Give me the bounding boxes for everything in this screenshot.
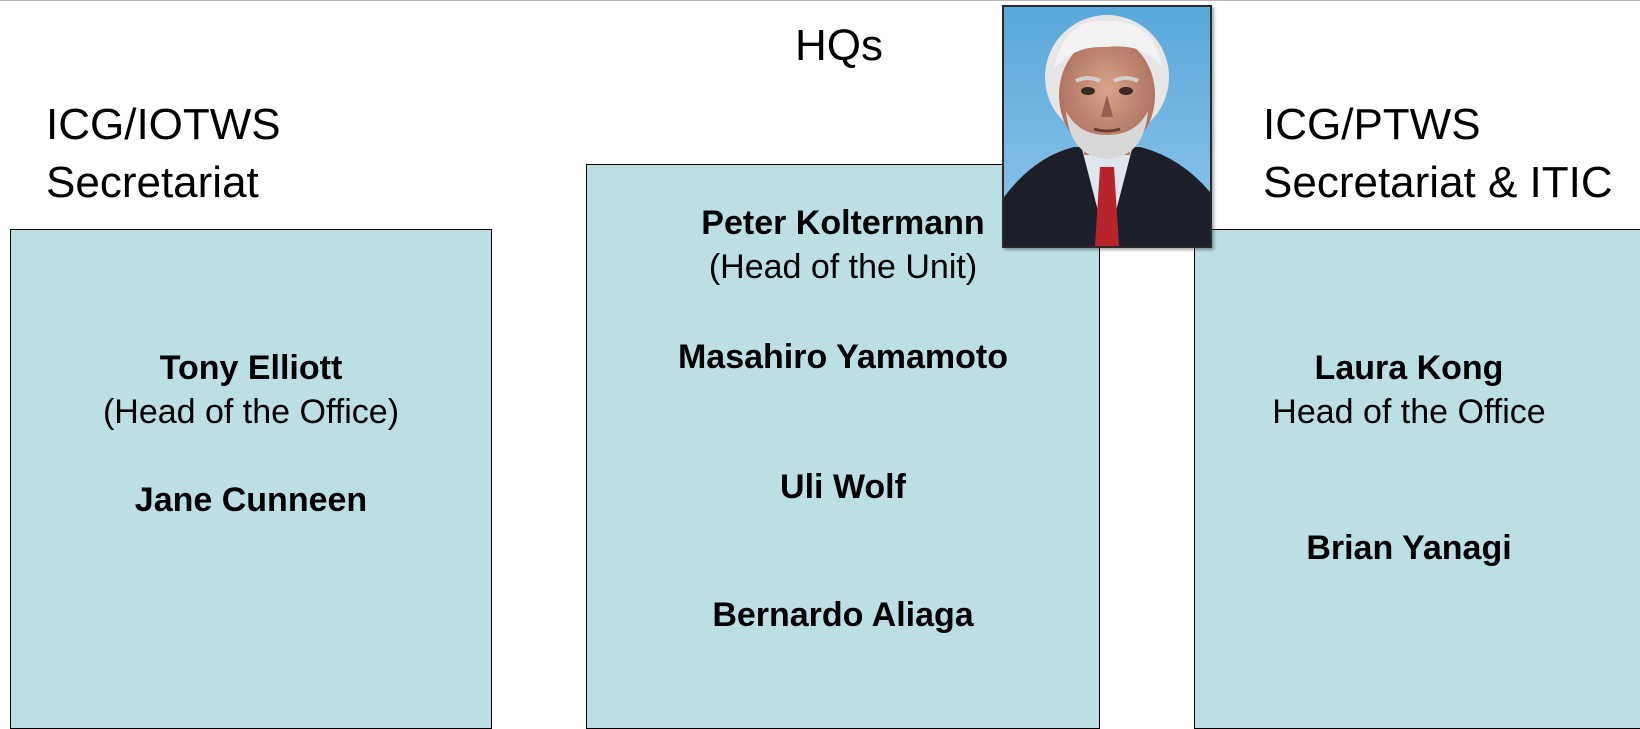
hq-member-name: Masahiro Yamamoto [677,338,1009,376]
hq-panel: Peter Koltermann (Head of the Unit) Masa… [586,164,1100,729]
top-divider-line [0,0,1640,1]
ptws-member-name: Laura Kong [1314,349,1504,387]
ptws-member-name: Brian Yanagi [1306,529,1512,567]
hq-member-name: Uli Wolf [780,468,906,506]
hq-member-role: (Head of the Unit) [708,248,978,286]
hq-heading: HQs [795,21,883,70]
iotws-heading-line2: Secretariat [46,158,259,207]
iotws-heading-line1: ICG/IOTWS [46,100,281,149]
iotws-member-name: Tony Elliott [159,349,343,387]
ptws-heading-line1: ICG/PTWS [1263,100,1481,149]
iotws-member-name: Jane Cunneen [134,481,368,519]
hq-member-name: Bernardo Aliaga [712,596,974,634]
ptws-heading-line2: Secretariat & ITIC [1263,158,1613,207]
portrait-photo [1002,5,1212,248]
iotws-panel: Tony Elliott (Head of the Office) Jane C… [10,229,492,729]
ptws-member-role: Head of the Office [1272,393,1546,431]
hq-member-name: Peter Koltermann [701,204,985,242]
iotws-member-role: (Head of the Office) [102,393,400,431]
ptws-panel: Laura Kong Head of the Office Brian Yana… [1194,229,1640,729]
